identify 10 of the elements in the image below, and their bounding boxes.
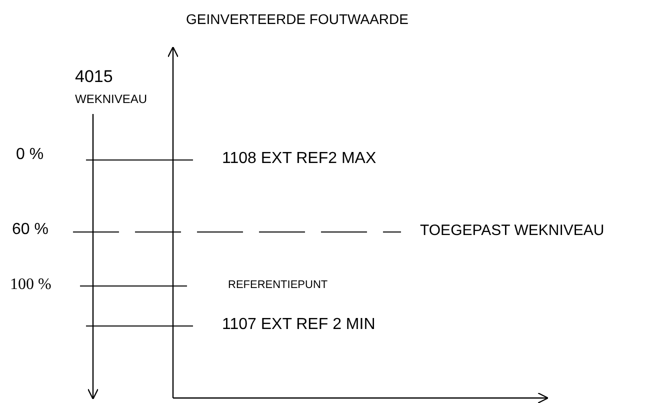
percent-label: 60 %	[12, 221, 48, 239]
axis-title: GEINVERTEERDE FOUTWAARDE	[186, 12, 408, 28]
percent-label: 0 %	[16, 146, 44, 164]
level-label: TOEGEPAST WEKNIVEAU	[420, 223, 604, 240]
level-label: 1108 EXT REF2 MAX	[222, 150, 376, 168]
axis-label: WEKNIVEAU	[75, 93, 148, 106]
percent-label: 100 %	[10, 276, 52, 294]
level-label: 1107 EXT REF 2 MIN	[222, 316, 376, 334]
level-label: REFERENTIEPUNT	[228, 279, 328, 292]
parameter-number: 4015	[75, 68, 113, 87]
